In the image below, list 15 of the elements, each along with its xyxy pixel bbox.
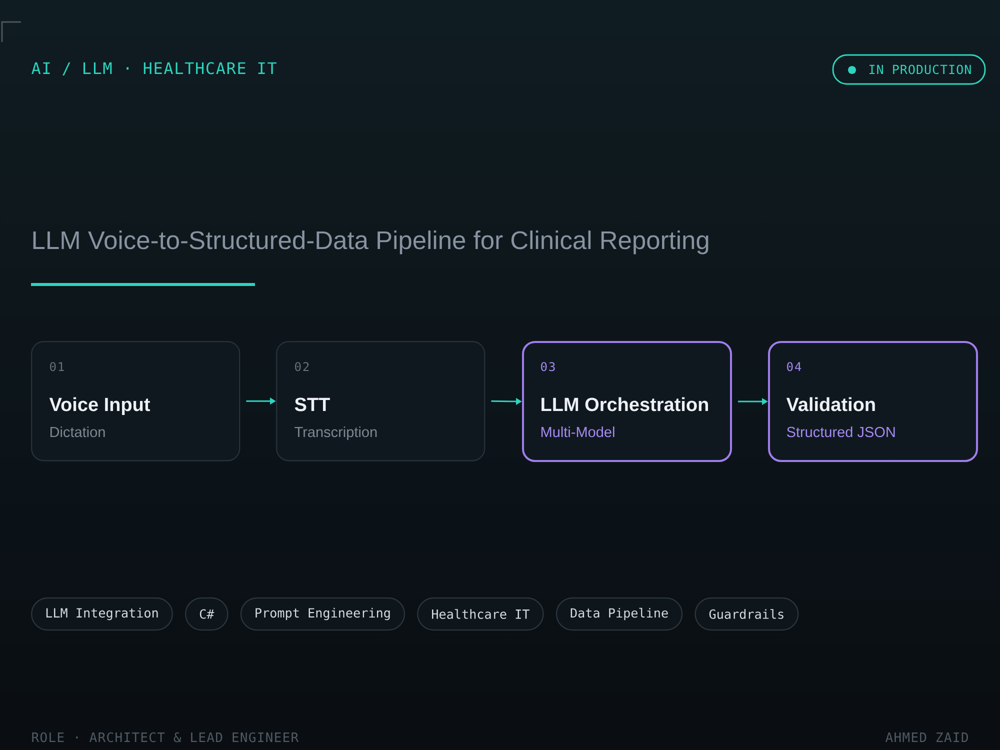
tag-pill: Guardrails [694,597,799,631]
status-badge: IN PRODUCTION [832,54,986,85]
tag-pill: C# [184,597,228,631]
tag-pill: LLM Integration [31,597,173,631]
process-box: 01 Voice Input Dictation [31,341,240,462]
process-box: 02 STT Transcription [276,341,486,462]
tag-pill: Data Pipeline [556,597,683,631]
process-box: 04 Validation Structured JSON [768,341,978,462]
tag-pill: Healthcare IT [417,597,544,631]
process-box: 03 LLM Orchestration Multi-Model [522,341,732,462]
tag-pill: Prompt Engineering [240,597,406,631]
category-label: AI / LLM · HEALTHCARE IT [32,62,276,76]
role-label: ROLE · ARCHITECT & LEAD ENGINEER [32,732,299,742]
subtitle: LLM Voice-to-Structured-Data Pipeline for Clinical Reporting [33,230,708,254]
author-name: AHMED ZAID [886,732,968,742]
